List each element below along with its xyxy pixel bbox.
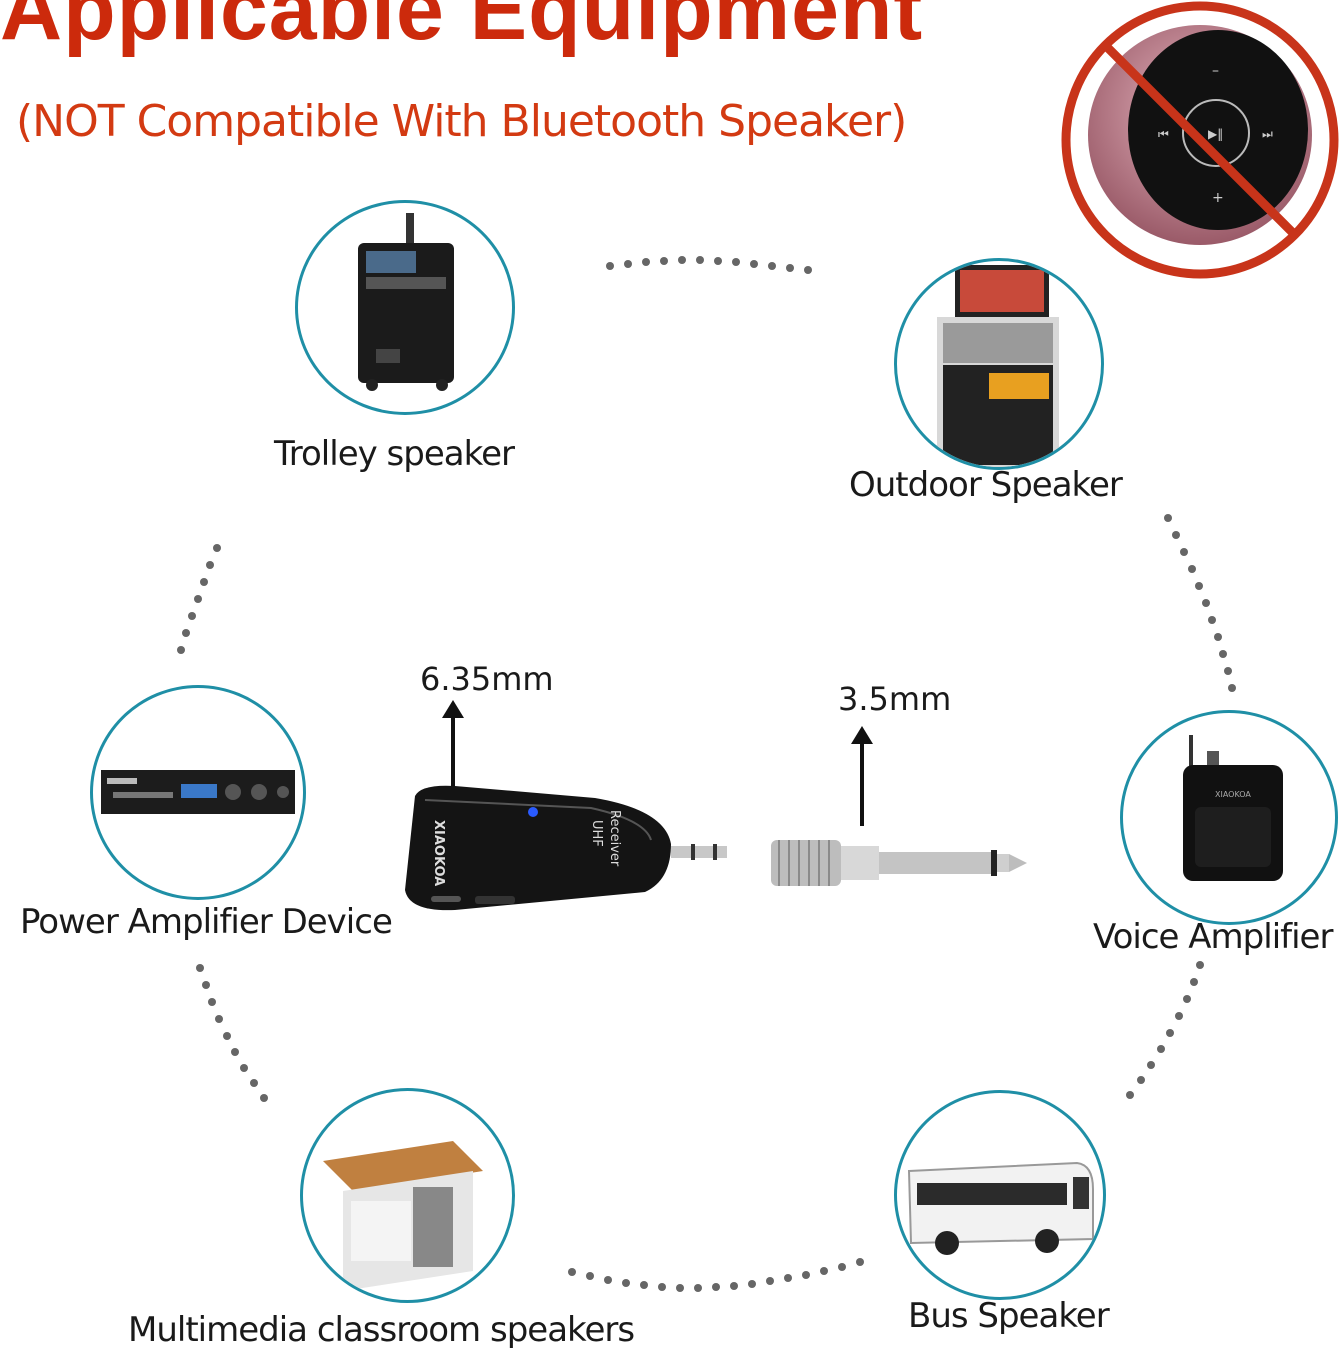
trolley-speaker-circle [295, 200, 515, 415]
item-label-power-amplifier-device: Power Amplifier Device [20, 902, 393, 942]
bus-speaker-circle [894, 1090, 1106, 1300]
jack-6-35mm-label: 6.35mm [420, 660, 554, 698]
outdoor-speaker-circle [894, 258, 1104, 470]
voice-amplifier-circle: XIAOKOA [1120, 710, 1338, 925]
item-label-multimedia-classroom-speakers: Multimedia classroom speakers [128, 1310, 635, 1350]
item-label-trolley-speaker: Trolley speaker [274, 434, 515, 474]
arrow-up-icon [851, 726, 873, 826]
svg-text:▶‖: ▶‖ [1208, 127, 1223, 141]
prohibited-bluetooth-speaker: ▶‖ ⏮ ⏭ – + [1040, 0, 1340, 290]
svg-text:⏭: ⏭ [1262, 127, 1273, 141]
amp-brand-text: XIAOKOA [1215, 790, 1251, 799]
item-label-bus-speaker: Bus Speaker [908, 1296, 1110, 1336]
receiver-text: Receiver [607, 810, 622, 867]
jack-adapter [765, 830, 1040, 900]
arrow-up-icon [442, 700, 464, 788]
status-led [528, 807, 538, 817]
svg-text:+: + [1212, 190, 1224, 206]
classroom-podium-icon [323, 1141, 483, 1291]
wireless-receiver-device: XIAOKOA Receiver UHF [395, 780, 740, 920]
page-title: Applicable Equipment [0, 0, 924, 58]
classroom-speakers-circle [300, 1088, 515, 1303]
trolley-speaker-icon [358, 213, 454, 391]
bus-icon [907, 1161, 1094, 1255]
item-label-outdoor-speaker: Outdoor Speaker [849, 465, 1123, 505]
item-label-voice-amplifier: Voice Amplifier [1093, 917, 1333, 957]
usb-port [431, 896, 461, 902]
jack-adapter-icon [771, 840, 1027, 886]
uhf-text: UHF [589, 820, 604, 847]
power-amplifier-icon [101, 770, 295, 814]
svg-text:–: – [1212, 63, 1219, 79]
svg-text:⏮: ⏮ [1158, 127, 1169, 141]
power-switch [475, 896, 515, 904]
outdoor-speaker-icon [937, 265, 1059, 467]
page-subtitle: (NOT Compatible With Bluetooth Speaker) [16, 96, 907, 147]
prohibition-icon [1061, 1, 1339, 279]
brand-text: XIAOKOA [431, 820, 446, 886]
voice-amplifier-icon: XIAOKOA [1183, 735, 1283, 881]
jack-3-5mm-label: 3.5mm [838, 680, 952, 718]
power-amplifier-circle [90, 685, 306, 900]
